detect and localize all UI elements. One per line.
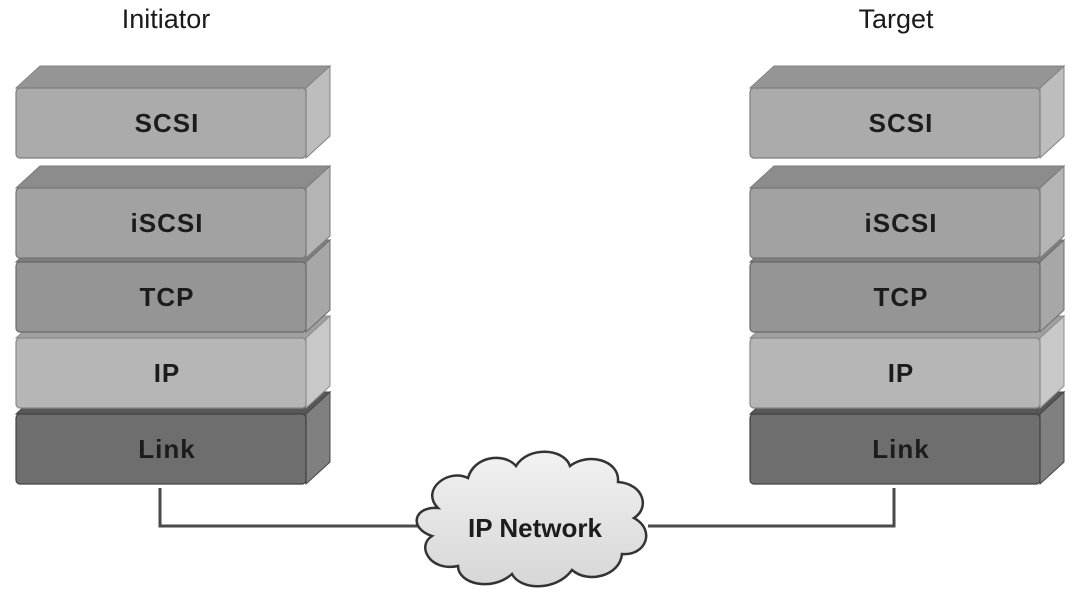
- target-layer-top-face: [748, 165, 1066, 189]
- target-layer-label: Link: [872, 434, 929, 464]
- connector-initiator: [158, 488, 418, 528]
- target-layer-front-face: [749, 87, 1041, 159]
- target-layer-label: IP: [888, 358, 915, 388]
- initiator-layer-label: Link: [138, 434, 195, 464]
- initiator-layer-label: SCSI: [135, 108, 200, 138]
- initiator-title: Initiator: [122, 4, 211, 34]
- initiator-layer-front-face: [15, 87, 307, 159]
- target-layer-front-face: [749, 261, 1041, 333]
- initiator-layer-label: TCP: [140, 282, 195, 312]
- target-layer-label: iSCSI: [865, 208, 938, 238]
- initiator-layer-label: IP: [154, 358, 181, 388]
- target-layer-iscsi: iSCSI: [748, 164, 1066, 260]
- target-stack: Link IP TCP iSCSI SCSI: [748, 64, 1066, 486]
- initiator-layer-top-face: [14, 165, 332, 189]
- initiator-layer-label: iSCSI: [131, 208, 204, 238]
- initiator-layer-top-face: [14, 65, 332, 89]
- ip-network-cloud: IP Network: [415, 450, 648, 588]
- initiator-layer-iscsi: iSCSI: [14, 164, 332, 260]
- target-layer-label: SCSI: [869, 108, 934, 138]
- target-layer-front-face: [749, 413, 1041, 485]
- initiator-stack: Link IP TCP iSCSI SCSI: [14, 64, 332, 486]
- target-layer-scsi: SCSI: [748, 64, 1066, 160]
- target-layer-top-face: [748, 65, 1066, 89]
- cloud-icon: [415, 450, 648, 588]
- target-layer-label: TCP: [874, 282, 929, 312]
- ip-network-label: IP Network: [468, 513, 602, 543]
- initiator-layer-front-face: [15, 337, 307, 409]
- target-layer-front-face: [749, 337, 1041, 409]
- initiator-layer-scsi: SCSI: [14, 64, 332, 160]
- initiator-layer-front-face: [15, 413, 307, 485]
- initiator-layer-front-face: [15, 261, 307, 333]
- connector-target: [648, 488, 896, 528]
- target-title: Target: [858, 4, 934, 34]
- target-layer-front-face: [749, 187, 1041, 259]
- initiator-layer-front-face: [15, 187, 307, 259]
